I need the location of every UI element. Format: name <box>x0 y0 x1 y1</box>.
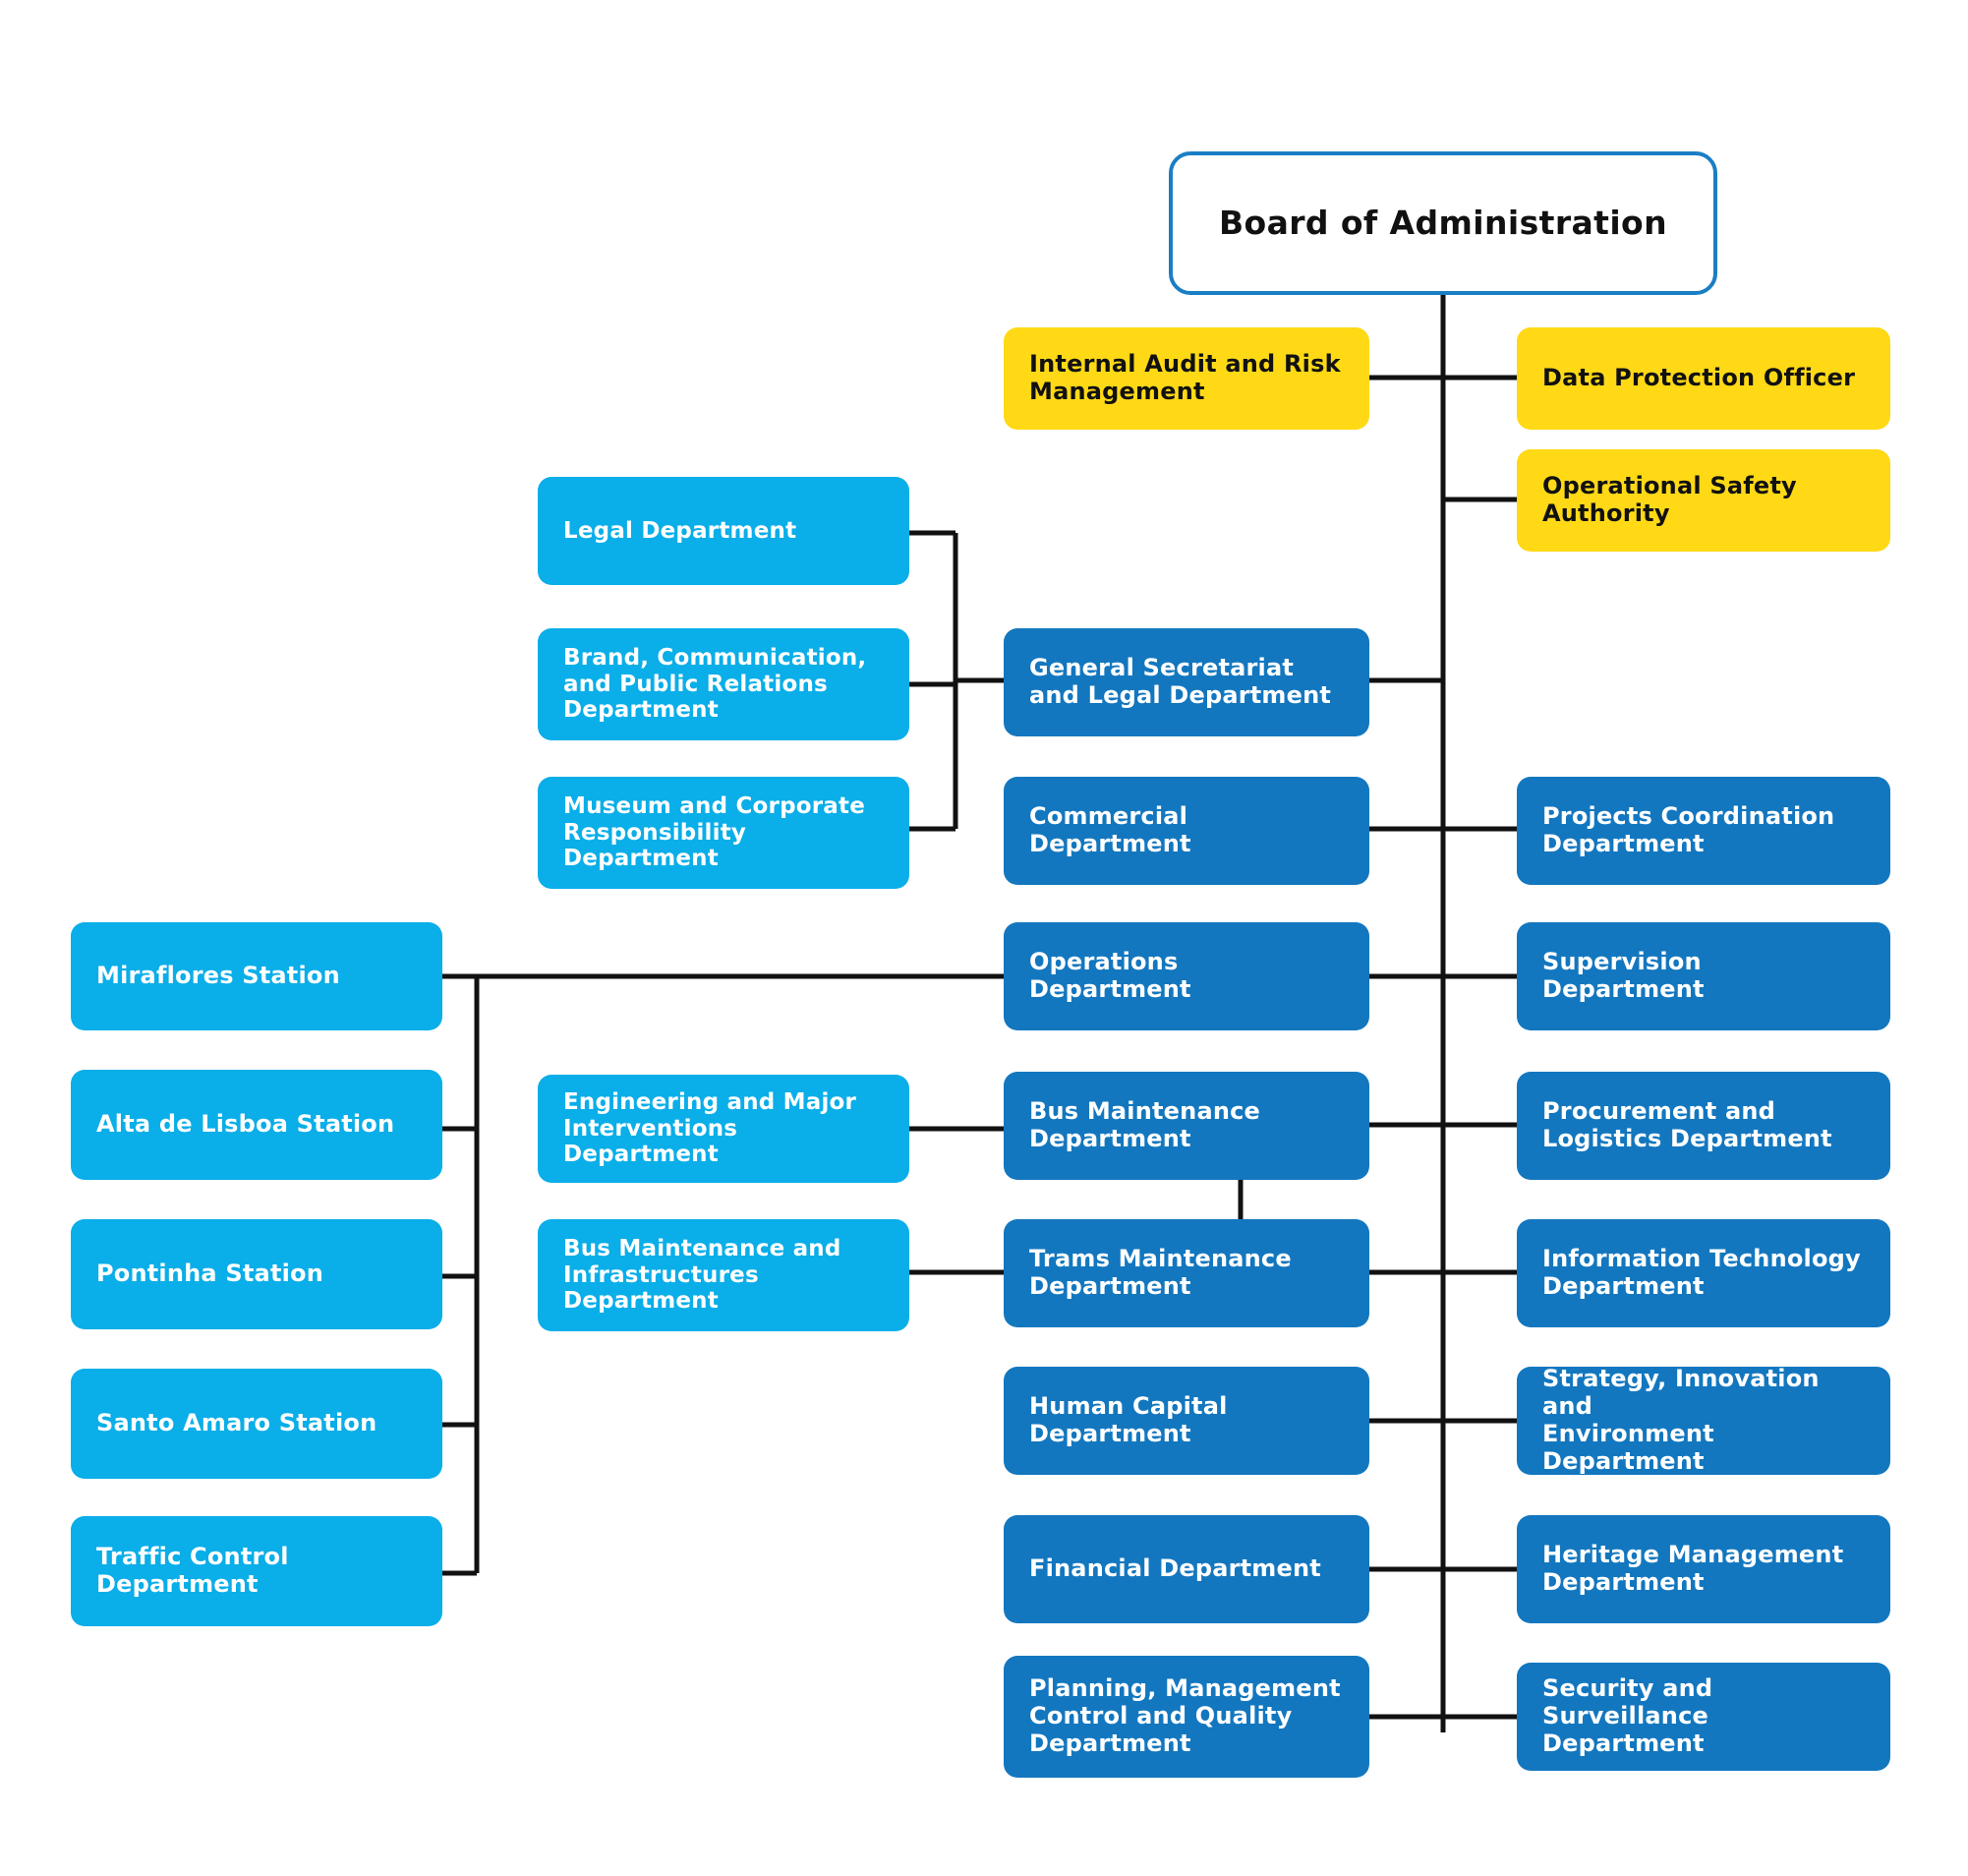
node-label: Operational Safety Authority <box>1542 472 1797 527</box>
node-general-secretariat-and-legal-department[interactable]: General Secretariat and Legal Department <box>1004 628 1369 736</box>
node-label: Trams Maintenance Department <box>1029 1245 1292 1300</box>
node-legal-department[interactable]: Legal Department <box>538 477 909 585</box>
node-operational-safety-authority[interactable]: Operational Safety Authority <box>1517 449 1890 552</box>
node-label: Alta de Lisboa Station <box>96 1110 395 1139</box>
node-security-and-surveillance-department[interactable]: Security and Surveillance Department <box>1517 1663 1890 1771</box>
node-label: Heritage Management Department <box>1542 1541 1844 1596</box>
node-procurement-and-logistics-department[interactable]: Procurement and Logistics Department <box>1517 1072 1890 1180</box>
node-label: Information Technology Department <box>1542 1245 1861 1300</box>
node-label: Engineering and Major Interventions Depa… <box>563 1088 857 1168</box>
node-museum-and-corporate-responsibility-department[interactable]: Museum and Corporate Responsibility Depa… <box>538 777 909 889</box>
node-engineering-and-major-interventions-department[interactable]: Engineering and Major Interventions Depa… <box>538 1075 909 1183</box>
node-label: Bus Maintenance and Infrastructures Depa… <box>563 1235 841 1315</box>
node-board-of-administration[interactable]: Board of Administration <box>1169 151 1717 295</box>
node-label: Planning, Management Control and Quality… <box>1029 1674 1341 1757</box>
node-label: Strategy, Innovation and Environment Dep… <box>1542 1365 1820 1475</box>
node-commercial-department[interactable]: Commercial Department <box>1004 777 1369 885</box>
node-traffic-control-department[interactable]: Traffic Control Department <box>71 1516 442 1626</box>
node-label: Internal Audit and Risk Management <box>1029 350 1341 405</box>
node-miraflores-station[interactable]: Miraflores Station <box>71 922 442 1030</box>
node-label: Financial Department <box>1029 1554 1321 1583</box>
node-label: Commercial Department <box>1029 802 1191 857</box>
node-alta-de-lisboa-station[interactable]: Alta de Lisboa Station <box>71 1070 442 1180</box>
node-projects-coordination-department[interactable]: Projects Coordination Department <box>1517 777 1890 885</box>
node-label: Traffic Control Department <box>96 1543 289 1598</box>
node-information-technology-department[interactable]: Information Technology Department <box>1517 1219 1890 1327</box>
node-heritage-management-department[interactable]: Heritage Management Department <box>1517 1515 1890 1623</box>
node-label: Pontinha Station <box>96 1260 324 1288</box>
node-label: Human Capital Department <box>1029 1392 1228 1447</box>
node-santo-amaro-station[interactable]: Santo Amaro Station <box>71 1369 442 1479</box>
node-operations-department[interactable]: Operations Department <box>1004 922 1369 1030</box>
node-planning-management-control-and-quality-department[interactable]: Planning, Management Control and Quality… <box>1004 1656 1369 1778</box>
node-pontinha-station[interactable]: Pontinha Station <box>71 1219 442 1329</box>
node-label: Security and Surveillance Department <box>1542 1674 1713 1757</box>
node-bus-maintenance-and-infrastructures-department[interactable]: Bus Maintenance and Infrastructures Depa… <box>538 1219 909 1331</box>
node-internal-audit-and-risk-management[interactable]: Internal Audit and Risk Management <box>1004 327 1369 430</box>
node-label: Legal Department <box>563 517 797 544</box>
node-label: Museum and Corporate Responsibility Depa… <box>563 792 866 872</box>
node-label: Board of Administration <box>1218 203 1668 242</box>
node-label: General Secretariat and Legal Department <box>1029 654 1332 709</box>
node-label: Brand, Communication, and Public Relatio… <box>563 644 867 724</box>
node-label: Operations Department <box>1029 948 1191 1003</box>
node-supervision-department[interactable]: Supervision Department <box>1517 922 1890 1030</box>
node-data-protection-officer[interactable]: Data Protection Officer <box>1517 327 1890 430</box>
node-financial-department[interactable]: Financial Department <box>1004 1515 1369 1623</box>
node-label: Projects Coordination Department <box>1542 802 1835 857</box>
node-label: Data Protection Officer <box>1542 364 1856 392</box>
node-human-capital-department[interactable]: Human Capital Department <box>1004 1367 1369 1475</box>
node-label: Santo Amaro Station <box>96 1409 377 1437</box>
node-label: Procurement and Logistics Department <box>1542 1097 1832 1152</box>
node-label: Miraflores Station <box>96 962 340 990</box>
node-bus-maintenance-department[interactable]: Bus Maintenance Department <box>1004 1072 1369 1180</box>
node-brand-communication-public-relations-department[interactable]: Brand, Communication, and Public Relatio… <box>538 628 909 740</box>
node-label: Bus Maintenance Department <box>1029 1097 1261 1152</box>
node-trams-maintenance-department[interactable]: Trams Maintenance Department <box>1004 1219 1369 1327</box>
node-label: Supervision Department <box>1542 948 1705 1003</box>
node-strategy-innovation-and-environment-department[interactable]: Strategy, Innovation and Environment Dep… <box>1517 1365 1890 1475</box>
